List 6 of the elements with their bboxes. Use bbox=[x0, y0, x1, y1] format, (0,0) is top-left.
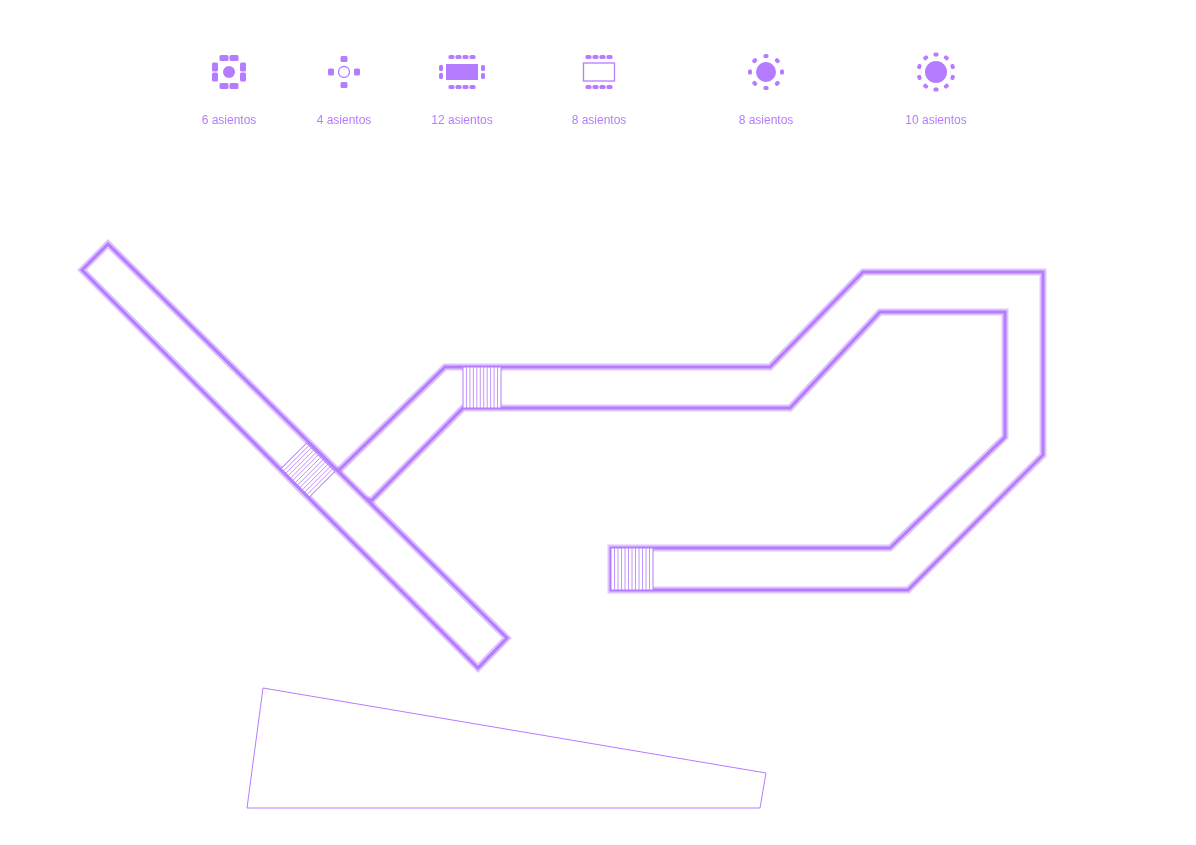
legend-label: 8 asientos bbox=[738, 113, 794, 127]
legend-label: 4 asientos bbox=[316, 113, 372, 127]
legend-label: 8 asientos bbox=[571, 113, 627, 127]
legend-label: 12 asientos bbox=[431, 113, 493, 127]
legend-label: 6 asientos bbox=[201, 113, 257, 127]
legend-label: 10 asientos bbox=[905, 113, 967, 127]
